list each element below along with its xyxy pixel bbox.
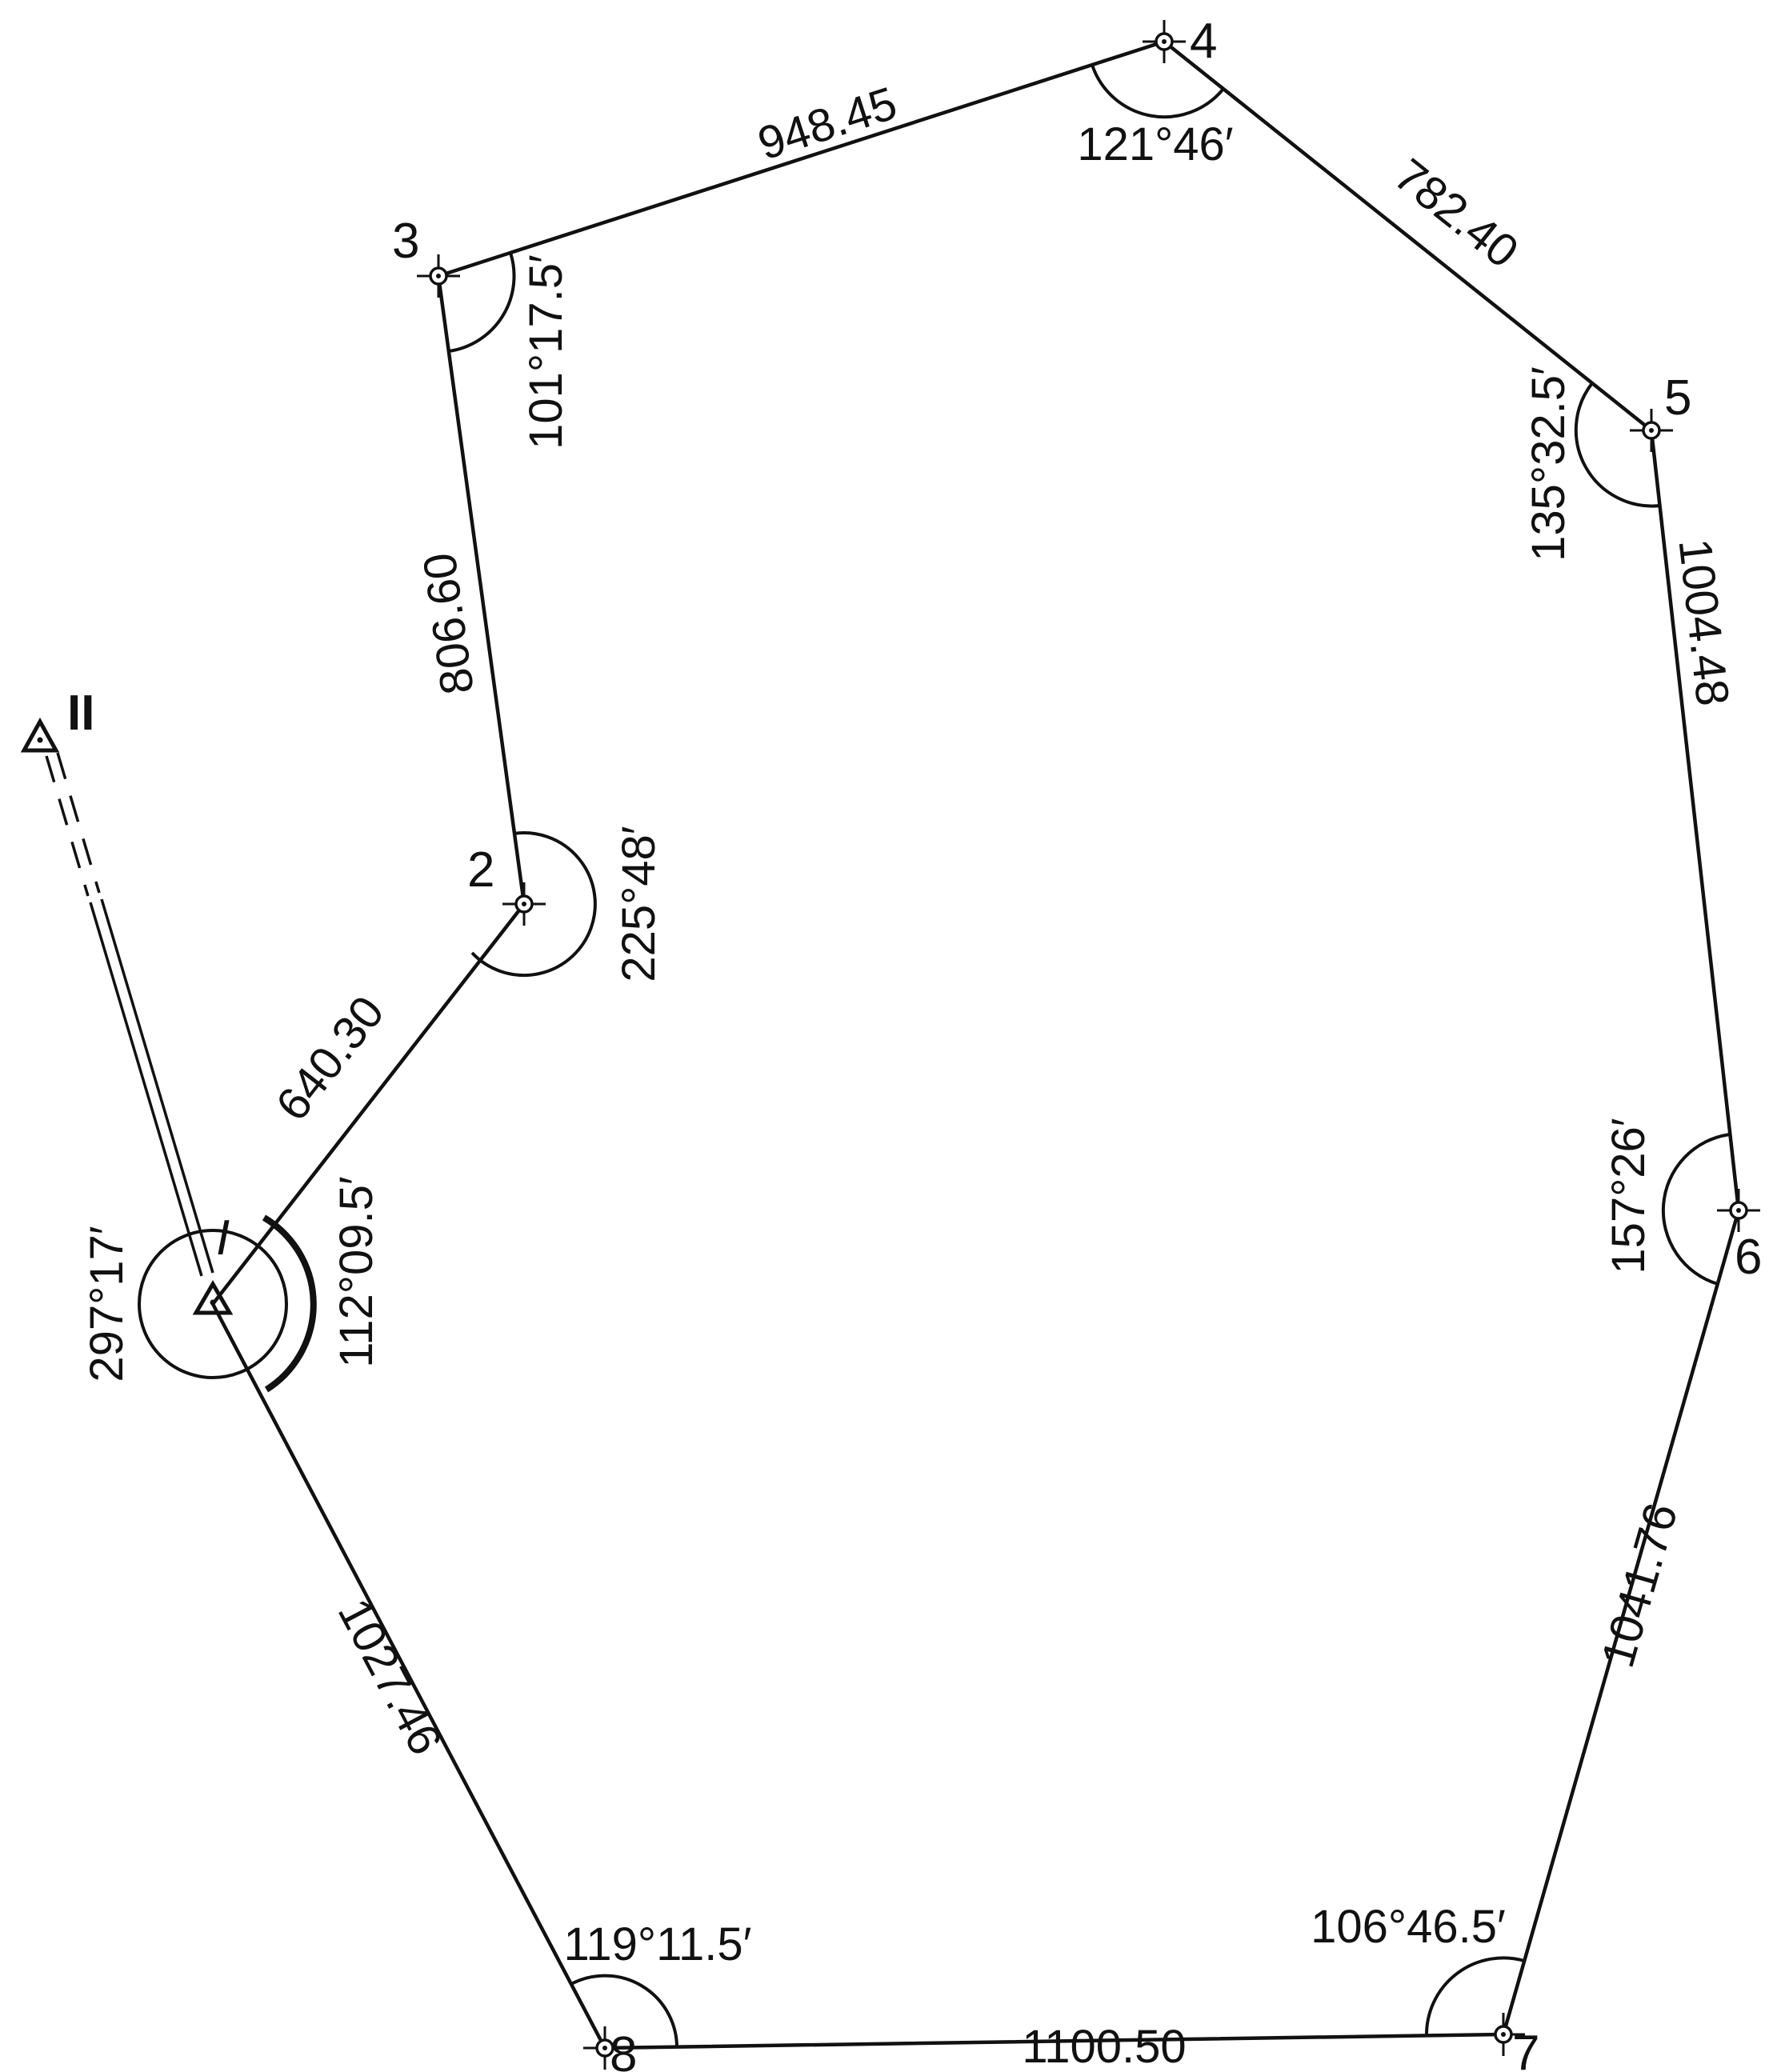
angle-label-5: 135°32.5′ [1523,366,1575,562]
angle-arc-6 [1661,1133,1731,1286]
point-label-I: I [216,1210,230,1266]
side-3-4 [436,39,1167,278]
angle-label-8: 119°11.5′ [563,1918,751,1970]
angle-arc-3 [448,252,516,353]
angle-label-7: 106°46.5′ [1311,1901,1506,1953]
side-length-4-5: 782.40 [1385,149,1528,278]
point-label-3: 3 [392,214,419,269]
survey-point-3-icon [417,254,460,298]
point-label-II: II [67,686,94,741]
angle-arc-7 [1424,1956,1525,2036]
side-8-I [210,1302,607,2050]
angle-label-I-junction: 112°09.5′ [330,1176,382,1367]
angle-label-4: 121°46′ [1077,118,1233,170]
station-markers [20,20,1760,2070]
side-length-I-2: 640.30 [266,986,394,1130]
angle-arc-8 [570,1974,678,2048]
survey-point-2-icon [502,882,546,926]
side-length-labels: 640.30 806.60 948.45 782.40 1004.48 1041… [266,77,1739,2072]
side-4-5 [1162,39,1654,433]
side-length-3-4: 948.45 [752,77,903,170]
side-2-3 [436,274,526,906]
side-length-2-3: 806.60 [413,550,483,698]
orientation-line [45,752,214,1277]
angle-arc-2 [470,831,597,978]
angle-label-6: 157°26′ [1603,1118,1655,1274]
angle-arc-5 [1574,382,1661,508]
point-labels: II I 2 3 4 5 6 7 8 [67,14,1762,2072]
point-label-7: 7 [1512,2026,1539,2072]
angle-label-3: 101°17.5′ [520,254,572,450]
angle-arc-4 [1091,64,1225,119]
triangle-station-II-icon [20,717,60,753]
point-label-4: 4 [1190,14,1217,69]
side-length-7-8: 1100.50 [1022,2021,1186,2072]
angle-labels: 297°17′ 112°09.5′ 225°48′ 101°17.5′ 121°… [81,118,1655,1970]
point-label-2: 2 [467,842,494,898]
angle-arc-I-junction [262,1214,317,1393]
angle-arc-I-orientation [138,1229,288,1379]
point-label-8: 8 [610,2027,637,2072]
survey-point-5-icon [1630,409,1673,452]
side-length-6-7: 1041.76 [1591,1498,1687,1673]
side-7-8 [602,2032,1506,2050]
survey-point-8-icon [583,2026,626,2070]
angle-label-I-orientation: 297°17′ [81,1226,133,1382]
side-I-2 [210,902,526,1306]
traverse-sides [210,39,1741,2050]
side-length-8-I: 1027.46 [328,1590,452,1763]
triangle-station-I-icon [192,1280,234,1315]
point-label-5: 5 [1664,370,1691,426]
angle-arcs [138,64,1731,2048]
survey-point-4-icon [1143,20,1186,63]
point-label-6: 6 [1735,1230,1762,1285]
survey-point-7-icon [1482,2013,1525,2056]
side-6-7 [1501,1208,1741,2037]
side-5-6 [1649,428,1741,1213]
angle-label-2: 225°48′ [613,826,665,982]
survey-point-6-icon [1717,1189,1760,1232]
